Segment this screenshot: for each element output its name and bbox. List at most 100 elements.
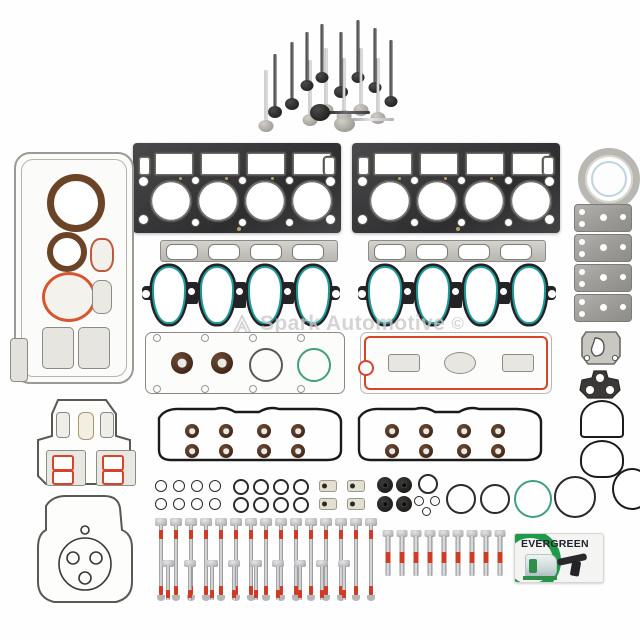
intake-manifold-gasket-right [358,266,556,324]
valley-oring-green [297,348,331,382]
head-bolt-long [155,518,167,602]
head-bolt-short [438,530,449,578]
oring-large [480,484,510,514]
valley-oring [249,348,283,382]
camshaft-seal [47,232,87,272]
exhaust-valve [285,42,299,128]
crankshaft-seal [47,174,105,232]
oil-gallery-plug [347,498,365,510]
exhaust-valve [268,54,282,128]
oring-medium [418,474,438,494]
small-oval-gasket [90,238,114,272]
exhaust-flange-gasket [574,234,632,262]
water-pump-plate-outline [579,370,621,399]
oring-large-green [514,480,552,518]
evergreen-sealant-package: EVERGREEN [514,533,604,583]
head-bolt-short [410,530,421,578]
head-bolt-long [206,560,218,604]
cover-bolt-hole [56,412,70,438]
oring-tiny [422,507,431,516]
head-bolt-short [452,530,463,578]
valve-stem-seal-set-left [155,404,345,464]
oring-and-plug-assortment [155,476,395,514]
evergreen-brand-label: EVERGREEN [521,538,589,550]
valley-seal [211,352,233,374]
intake-manifold-gasket-left [142,266,340,324]
intake-valve-lying [334,112,394,134]
head-bolt-long [184,560,196,604]
head-bolt-set-long-row2 [162,560,372,606]
oil-gallery-plug [319,480,337,492]
sealant-tube-cap [529,559,537,573]
gasket-outline [157,406,343,462]
exhaust-valve [315,24,329,92]
freeze-plug [377,496,393,512]
head-bolt-short [396,530,407,578]
head-bolt-long [250,560,262,604]
oil-pump-gasket [578,330,624,366]
rubber-cap-seal [580,440,624,478]
head-bolt-long [260,518,272,602]
freeze-plug [377,477,393,493]
exhaust-valve [351,20,365,94]
vc-port-gasket [502,354,534,372]
intake-port-strip-right [368,240,546,262]
water-pump-gasket [42,272,96,322]
head-bolt-short [466,530,477,578]
timing-cover-outline [37,495,133,603]
oil-gallery-plug [319,498,337,510]
head-bolt-short [494,530,505,578]
head-bolt-long [228,560,240,604]
gasket-outline [357,406,543,462]
engine-valves-group [252,18,412,134]
large-oring-set [414,470,596,518]
rear-main-seal [578,148,640,210]
oring-tiny [430,496,440,506]
rubber-cap-seal-partial [612,468,640,510]
head-bolt-long [162,560,174,604]
head-bolt-short [480,530,491,578]
head-bolt-long [365,518,377,602]
exhaust-manifold-gasket [96,450,136,486]
valley-seal [171,352,193,374]
intake-valve [258,70,273,142]
intake-port-strip-left [160,240,338,262]
cover-bolt-hole [78,412,94,440]
vc-port-gasket [388,354,420,372]
oil-gallery-plug [347,480,365,492]
head-bolt-long [338,560,350,604]
freeze-plug-pair-extra [396,476,416,514]
exhaust-flange-gasket [574,264,632,292]
head-bolt-set-short [382,530,508,584]
exhaust-valve [368,28,382,104]
exhaust-valve [300,32,314,102]
head-bolt-long [305,518,317,602]
exhaust-valve [384,40,398,120]
exhaust-flange-gasket [574,294,632,322]
timing-cover-gasket [28,490,142,610]
head-bolt-long [272,560,284,604]
head-bolt-short [424,530,435,578]
vc-port-gasket [444,352,476,374]
gasket-bolt-tab [10,338,28,382]
head-bolt-long [215,518,227,602]
valve-stem-seal-set-right [355,404,545,464]
coolant-crossover-gasket [78,327,110,369]
head-bolt-long [316,560,328,604]
head-bolt-long [294,560,306,604]
sealant-tube [525,554,557,578]
water-pump-plate-gasket [578,370,622,400]
oil-pan-gasket [10,152,134,384]
package-accent-strip [523,576,557,580]
valley-cover-gasket [145,332,345,394]
head-bolt-short [382,530,393,578]
head-gasket-right [352,143,560,233]
cover-bolt-hole [100,412,114,438]
exhaust-flange-gasket [574,204,632,232]
oring-large [446,484,476,514]
oring-largest [554,476,596,518]
coolant-crossover-gasket [42,327,74,369]
valve-cover-gasket [358,332,552,394]
rubber-cap-seal [580,400,624,438]
